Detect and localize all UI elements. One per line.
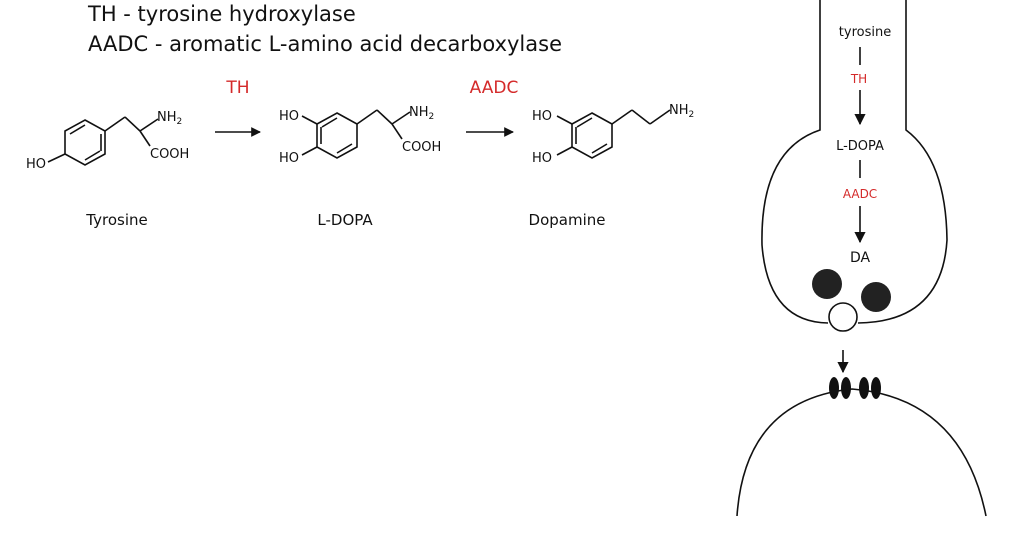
tyrosine-structure	[47, 116, 159, 166]
tyrosine-cooh-label: COOH	[150, 147, 189, 162]
neuron-tyrosine-label: tyrosine	[839, 25, 891, 40]
dopamine-vesicle-left	[812, 269, 842, 299]
neuron-da-label: DA	[850, 250, 871, 266]
th-enzyme-label: TH	[225, 78, 249, 98]
dopamine-vesicle-right	[861, 282, 891, 312]
ldopa-cooh-label: COOH	[402, 140, 441, 155]
postsynaptic-membrane	[736, 388, 987, 517]
dopamine-ho-bottom-label: HO	[532, 151, 552, 166]
ldopa-name: L-DOPA	[317, 211, 373, 229]
dopamine-ho-top-label: HO	[532, 109, 552, 124]
ldopa-structure	[301, 109, 411, 159]
dopamine-nh2-label: NH2	[669, 103, 694, 120]
neuron-th-label: TH	[850, 72, 867, 86]
neuron-aadc-label: AADC	[843, 187, 877, 201]
dopamine-receptors	[829, 377, 881, 399]
ldopa-ho-top-label: HO	[279, 109, 299, 124]
tyrosine-nh2-label: NH2	[157, 110, 182, 127]
presynaptic-terminal	[761, 0, 948, 324]
neuron-ldopa-label: L-DOPA	[836, 139, 884, 154]
dopamine-name: Dopamine	[529, 211, 606, 229]
tyrosine-name: Tyrosine	[85, 211, 147, 229]
ldopa-ho-bottom-label: HO	[279, 151, 299, 166]
dopamine-structure	[556, 109, 671, 159]
ldopa-nh2-label: NH2	[409, 105, 434, 122]
legend-th: TH - tyrosine hydroxylase	[88, 2, 356, 26]
aadc-enzyme-label: AADC	[470, 78, 519, 98]
fusing-vesicle	[828, 302, 858, 332]
legend-aadc: AADC - aromatic L-amino acid decarboxyla…	[88, 32, 562, 56]
tyrosine-ho-label: HO	[26, 157, 46, 172]
